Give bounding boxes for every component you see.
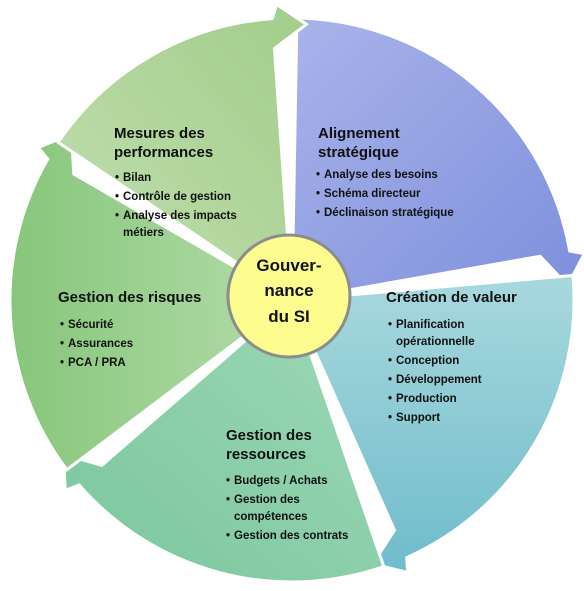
segment-creation-item-4-line-1: Production — [396, 393, 457, 405]
segment-creation-bullet-2: • — [388, 355, 392, 367]
center-line-2: nance — [264, 281, 313, 300]
segment-mesures-item-2-line-1: Contrôle de gestion — [123, 191, 231, 203]
segment-mesures-bullet-1: • — [115, 172, 119, 184]
segment-mesures-bullet-2: • — [115, 191, 119, 203]
segment-alignement-title-1: Alignement — [318, 125, 400, 142]
segment-ressources-bullet-3: • — [226, 530, 230, 542]
segment-risques-bullet-1: • — [60, 319, 64, 331]
segment-creation-item-2-line-1: Conception — [396, 355, 459, 367]
segment-creation-item-1-line-1: Planification — [396, 319, 464, 331]
center-line-3: du SI — [268, 307, 310, 326]
segment-ressources-item-2-line-2: compétences — [234, 511, 308, 523]
segment-alignement-item-3-line-1: Déclinaison stratégique — [324, 207, 454, 219]
segment-creation-title-1: Création de valeur — [386, 289, 517, 306]
center-circle — [226, 233, 352, 359]
segment-alignement-title-2: stratégique — [318, 144, 399, 161]
segment-mesures-bullet-3: • — [115, 210, 119, 222]
segment-ressources — [61, 297, 386, 584]
segment-ressources-item-1-line-1: Budgets / Achats — [234, 475, 328, 487]
segment-mesures — [56, 2, 310, 303]
segment-risques — [8, 131, 295, 472]
center-line-1: Gouver- — [256, 256, 321, 275]
segment-creation-bullet-1: • — [388, 319, 392, 331]
segment-mesures-item-3-line-2: métiers — [123, 227, 164, 239]
segment-ressources-item-2-line-1: Gestion des — [234, 494, 300, 506]
segment-mesures-title-2: performances — [114, 144, 213, 161]
segment-mesures-title-1: Mesures des — [114, 125, 205, 142]
segment-risques-item-1-line-1: Sécurité — [68, 319, 113, 331]
segment-creation-bullet-5: • — [388, 412, 392, 424]
segment-alignement-bullet-2: • — [316, 188, 320, 200]
segment-creation-bullet-4: • — [388, 393, 392, 405]
segment-alignement-bullet-3: • — [316, 207, 320, 219]
segment-creation-bullet-3: • — [388, 374, 392, 386]
segment-alignement — [290, 16, 584, 302]
segment-ressources-bullet-1: • — [226, 475, 230, 487]
segment-creation-item-3-line-1: Développement — [396, 374, 482, 386]
segment-mesures-item-3-line-1: Analyse des impacts — [123, 210, 237, 222]
segment-risques-bullet-2: • — [60, 338, 64, 350]
center-hub: Gouver- nance du SI — [226, 233, 352, 359]
segment-ressources-bullet-2: • — [226, 494, 230, 506]
segment-creation-item-1-line-2: opérationnelle — [396, 336, 475, 348]
segment-creation-item-5-line-1: Support — [396, 412, 440, 424]
segment-ressources-title-2: ressources — [226, 446, 306, 463]
segment-ressources-title-1: Gestion des — [226, 427, 312, 444]
segment-risques-title-1: Gestion des risques — [58, 289, 201, 306]
segment-risques-item-2-line-1: Assurances — [68, 338, 133, 350]
segment-alignement-item-2-line-1: Schéma directeur — [324, 188, 421, 200]
segment-ressources-item-3-line-1: Gestion des contrats — [234, 530, 348, 542]
segment-alignement-bullet-1: • — [316, 169, 320, 181]
segment-risques-bullet-3: • — [60, 357, 64, 369]
segment-alignement-item-1-line-1: Analyse des besoins — [324, 169, 438, 181]
segment-risques-item-3-line-1: PCA / PRA — [68, 357, 126, 369]
segment-creation — [289, 273, 576, 575]
segment-mesures-item-1-line-1: Bilan — [123, 172, 151, 184]
